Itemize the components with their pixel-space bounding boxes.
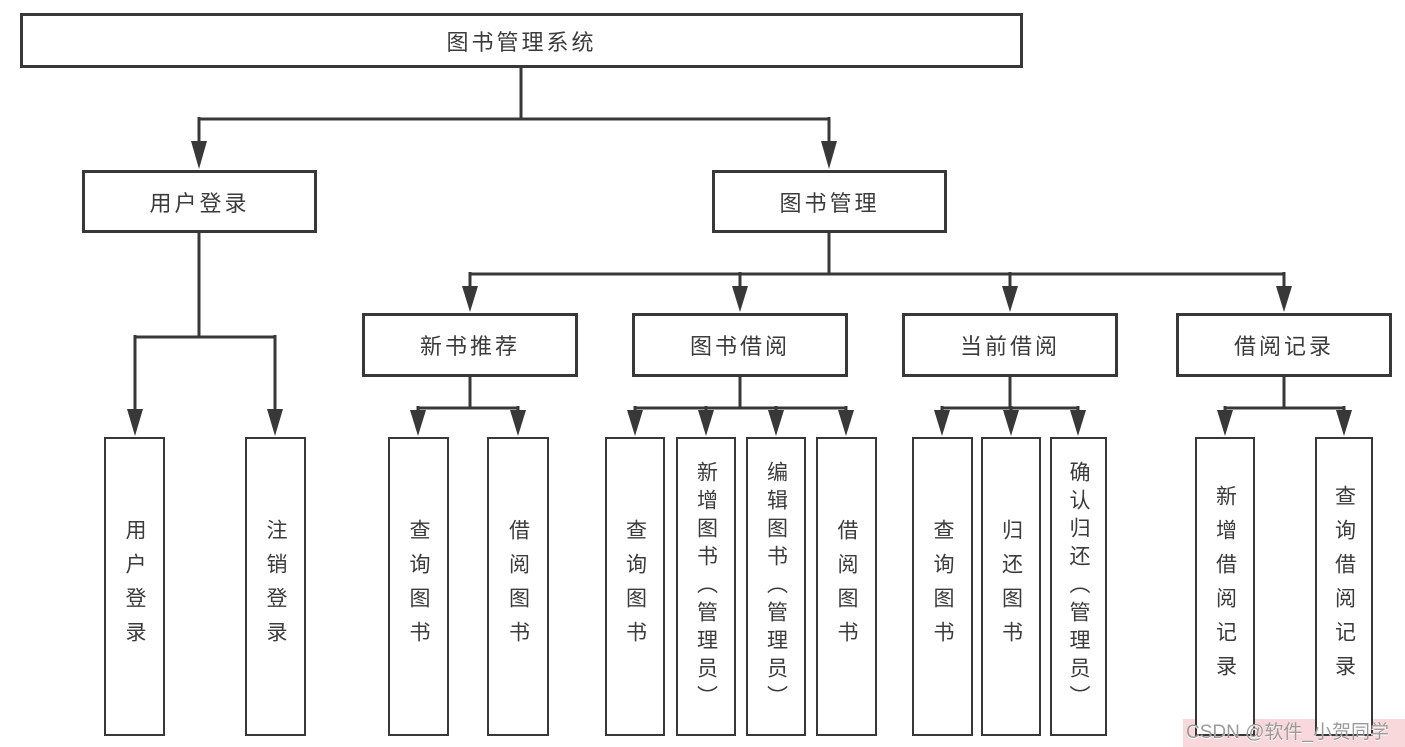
leaf-borrow-books-label: 借阅图书 (835, 518, 858, 655)
connector-current-borrow (934, 377, 1086, 436)
leaf-return-books: 归还图书 (981, 437, 1041, 736)
leaf-query-books-borrow-label: 查询图书 (623, 518, 647, 655)
leaf-logout-label: 注销登录 (264, 518, 287, 655)
arrowhead (462, 286, 478, 312)
node-current-borrow: 当前借阅 (902, 313, 1118, 377)
arrowhead (1276, 286, 1292, 312)
leaf-borrow-books-recommend: 借阅图书 (487, 437, 549, 736)
node-book-management-label: 图书管理 (779, 190, 880, 216)
leaf-query-books-current: 查询图书 (912, 437, 973, 736)
arrowhead (191, 141, 207, 169)
node-current-borrow-label: 当前借阅 (959, 334, 1060, 359)
leaf-add-book-admin: 新增图书（管理员） (676, 437, 736, 736)
arrowhead (1336, 410, 1352, 436)
arrowhead (821, 141, 837, 169)
leaf-query-books-recommend: 查询图书 (388, 437, 449, 736)
arrowhead (627, 410, 643, 436)
arrowhead (732, 286, 748, 312)
leaf-query-borrow-record-label: 查询借阅记录 (1332, 484, 1356, 689)
connector-new-book-recommend (410, 377, 526, 436)
leaf-user-login: 用户登录 (104, 437, 165, 736)
leaf-confirm-return-admin: 确认归还（管理员） (1050, 437, 1107, 736)
leaf-return-books-label: 归还图书 (999, 518, 1023, 655)
connector-borrow-records (1217, 377, 1352, 436)
node-book-borrow-label: 图书借阅 (689, 334, 790, 359)
leaf-add-borrow-record-label: 新增借阅记录 (1213, 484, 1237, 689)
node-book-management: 图书管理 (712, 170, 947, 233)
arrowhead (698, 410, 714, 436)
arrowhead (267, 409, 283, 436)
arrowhead (934, 410, 950, 436)
node-borrow-records: 借阅记录 (1176, 313, 1392, 377)
node-root: 图书管理系统 (20, 13, 1023, 68)
connector-user-login (127, 233, 283, 436)
node-user-login-label: 用户登录 (149, 190, 250, 216)
leaf-query-books-current-label: 查询图书 (931, 518, 954, 655)
node-borrow-records-label: 借阅记录 (1233, 334, 1334, 359)
arrowhead (410, 410, 426, 436)
node-new-book-recommend: 新书推荐 (362, 313, 578, 377)
leaf-query-borrow-record: 查询借阅记录 (1315, 437, 1373, 736)
arrowhead (127, 409, 143, 436)
connector-book-borrow (627, 377, 854, 436)
leaf-confirm-return-admin-label: 确认归还（管理员） (1067, 460, 1090, 713)
leaf-query-books-recommend-label: 查询图书 (407, 518, 430, 655)
leaf-borrow-books: 借阅图书 (816, 437, 877, 736)
leaf-add-borrow-record: 新增借阅记录 (1195, 437, 1255, 736)
arrowhead (768, 410, 784, 436)
connector-root (191, 68, 837, 169)
arrowhead (1003, 410, 1019, 436)
csdn-watermark: CSDN @软件_小贺同学 (1186, 722, 1389, 743)
leaf-add-book-admin-label: 新增图书（管理员） (694, 460, 718, 713)
node-book-borrow: 图书借阅 (632, 313, 848, 377)
leaf-borrow-books-recommend-label: 借阅图书 (506, 518, 530, 655)
node-root-label: 图书管理系统 (446, 29, 597, 55)
leaf-query-books-borrow: 查询图书 (605, 437, 665, 736)
node-user-login: 用户登录 (82, 170, 317, 233)
arrowhead (510, 410, 526, 436)
node-new-book-recommend-label: 新书推荐 (419, 334, 520, 359)
leaf-logout: 注销登录 (245, 437, 306, 736)
leaf-edit-book-admin-label: 编辑图书（管理员） (764, 460, 788, 713)
arrowhead (1217, 410, 1233, 436)
leaf-edit-book-admin: 编辑图书（管理员） (746, 437, 806, 736)
arrowhead (1070, 410, 1086, 436)
arrowhead (1002, 286, 1018, 312)
leaf-user-login-label: 用户登录 (123, 518, 146, 655)
connector-book-management (462, 233, 1292, 312)
arrowhead (838, 410, 854, 436)
